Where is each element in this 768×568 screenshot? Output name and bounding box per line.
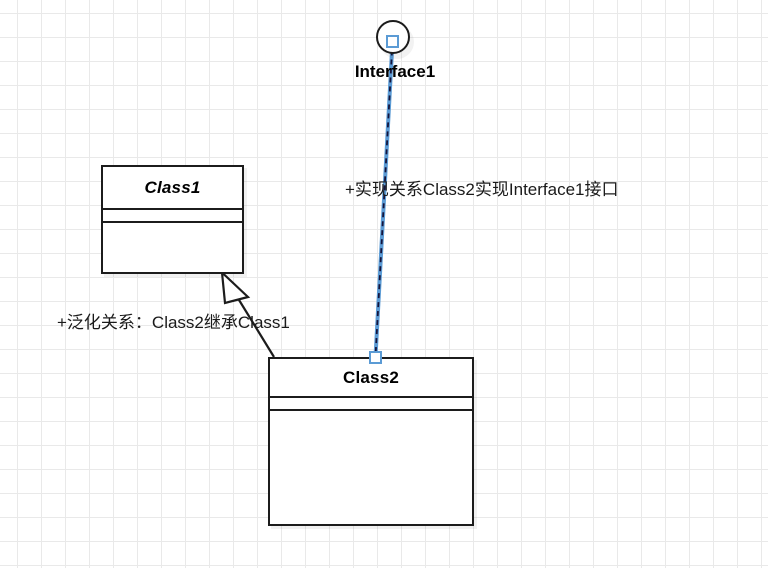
node-class2[interactable]: Class2: [268, 357, 474, 526]
realization-endpoint-handle-source[interactable]: [386, 35, 399, 48]
class1-operations-compartment[interactable]: [103, 223, 242, 274]
interface1-label: Interface1: [354, 62, 436, 81]
realization-endpoint-handle-target[interactable]: [369, 351, 382, 364]
class2-name: Class2: [342, 367, 400, 387]
generalization-arrowhead-icon: [220, 269, 251, 305]
class2-attributes-compartment[interactable]: [270, 398, 472, 409]
class1-divider-attributes: [103, 208, 242, 210]
class1-divider-operations: [103, 221, 242, 223]
class1-attributes-compartment[interactable]: [103, 210, 242, 221]
realization-edge-label[interactable]: +实现关系Class2实现Interface1接口: [345, 180, 619, 199]
class2-divider-operations: [270, 409, 472, 411]
generalization-edge-label[interactable]: +泛化关系：Class2继承Class1: [57, 313, 290, 332]
class2-divider-attributes: [270, 396, 472, 398]
node-class1[interactable]: Class1: [101, 165, 244, 274]
node-interface1[interactable]: Interface1: [330, 18, 460, 92]
class1-name: Class1: [144, 177, 201, 197]
class2-operations-compartment[interactable]: [270, 411, 472, 522]
